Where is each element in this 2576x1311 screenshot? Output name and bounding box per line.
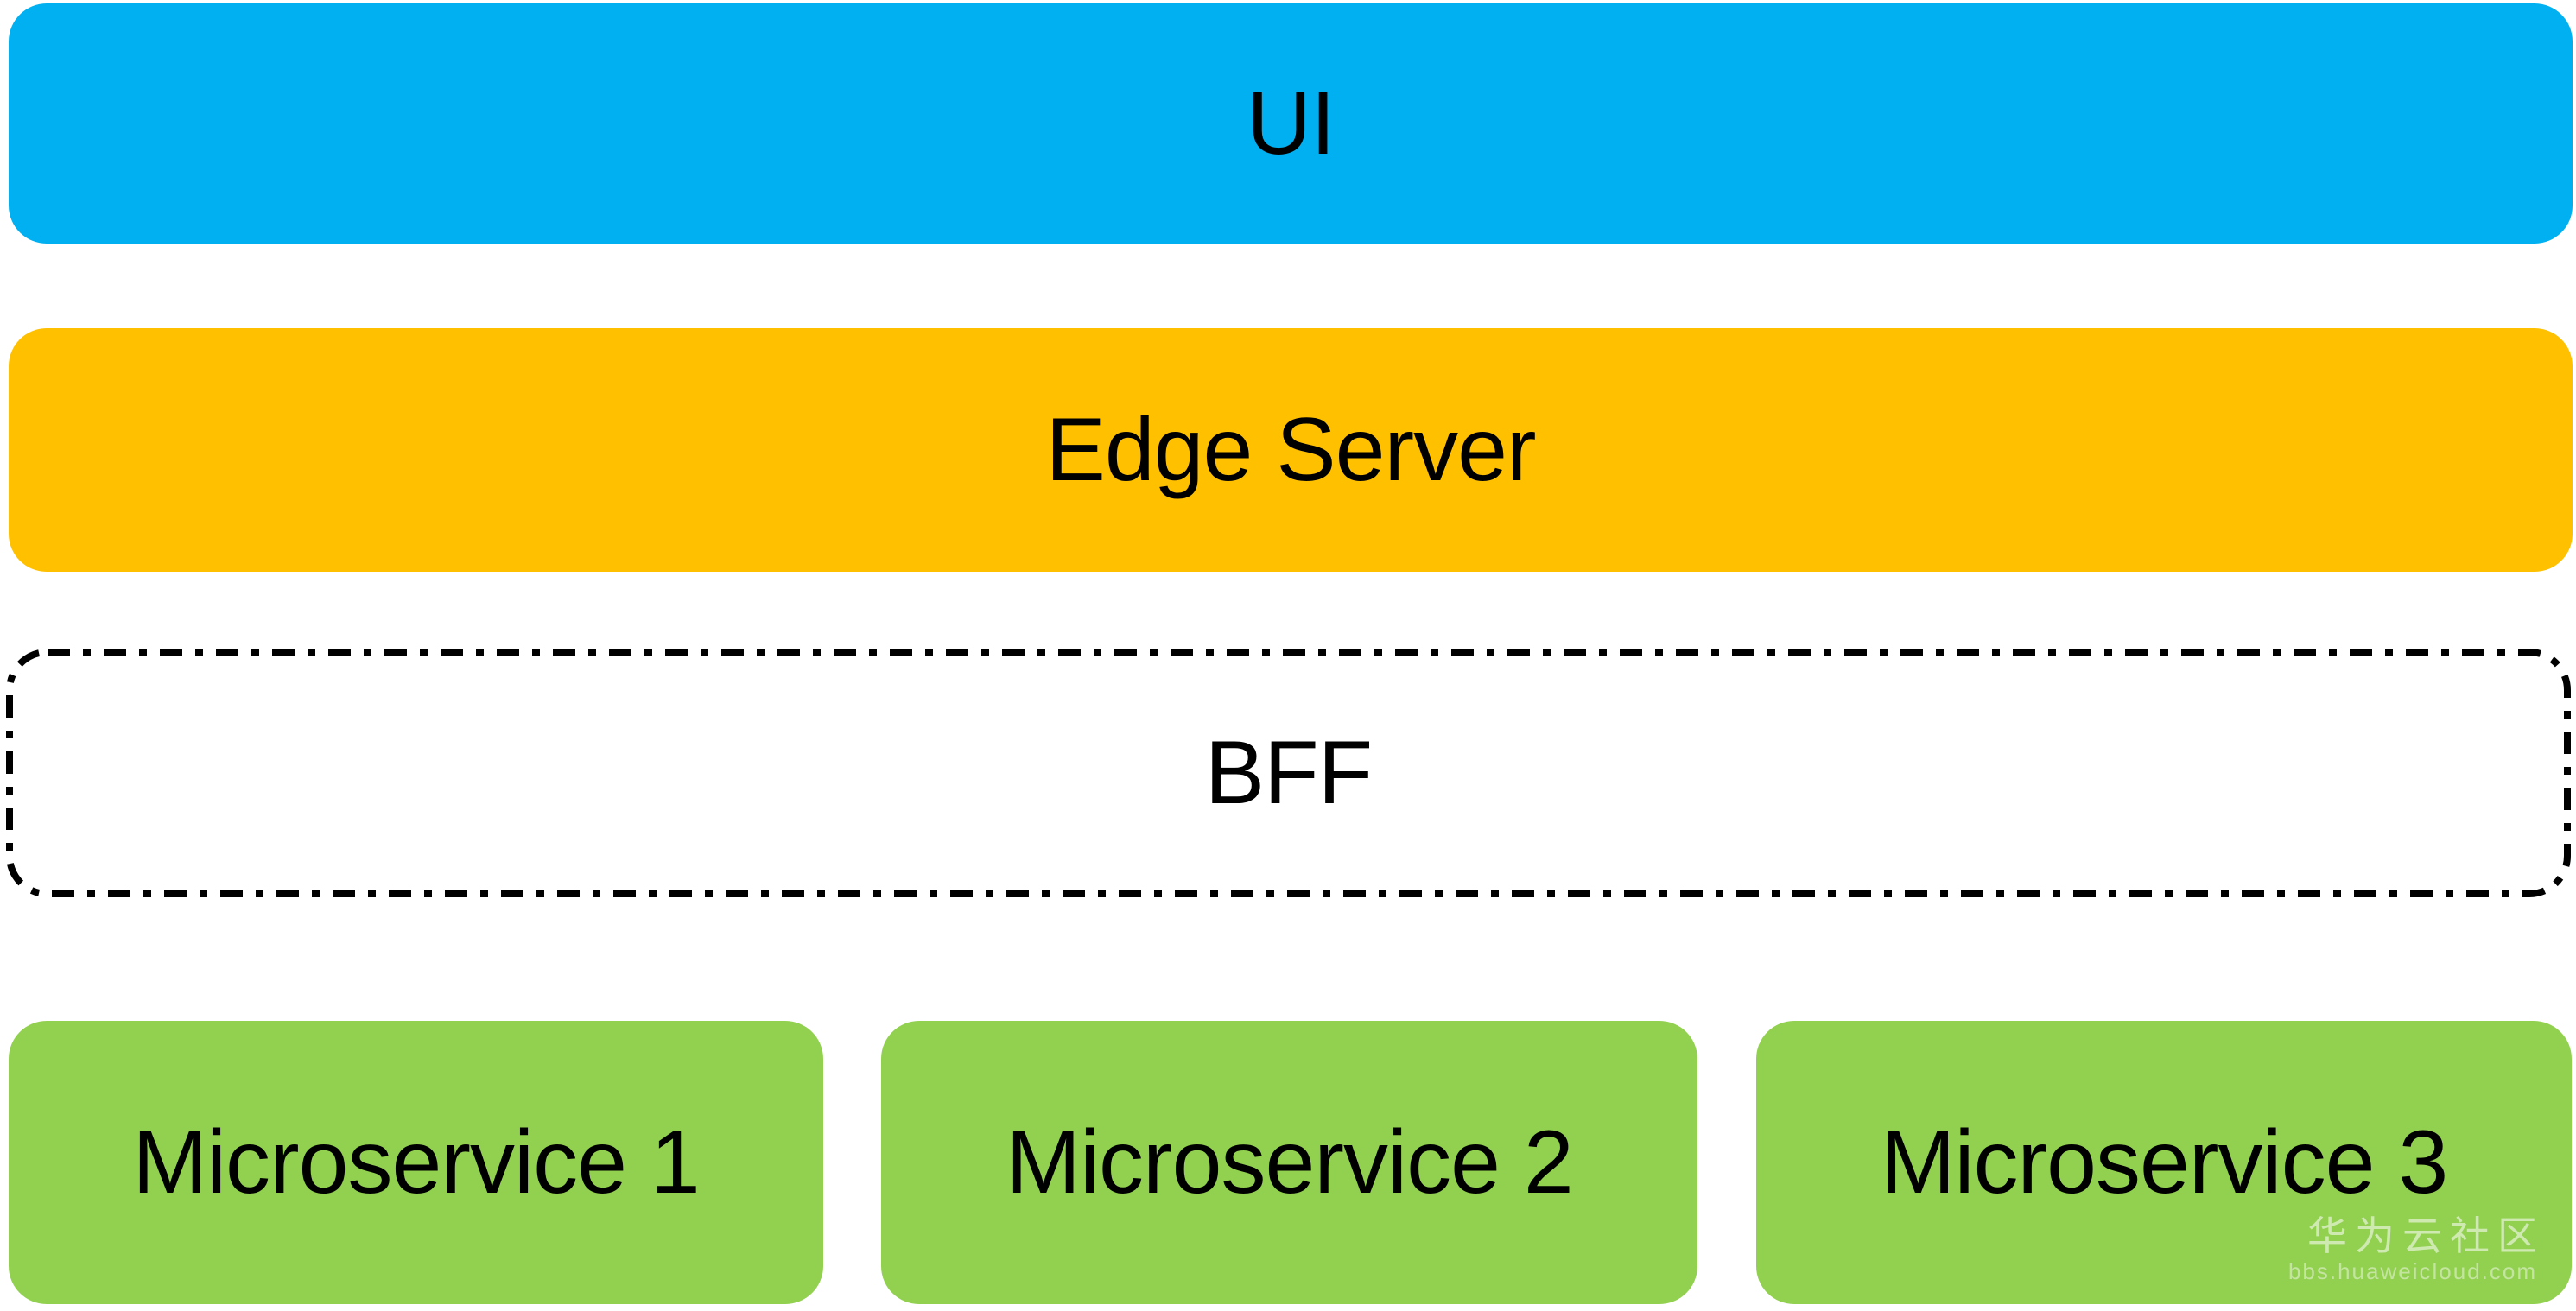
microservice-2-box: Microservice 2	[881, 1021, 1697, 1304]
microservice-3-label: Microservice 3	[1880, 1112, 2448, 1213]
layer-edge-server-label: Edge Server	[1045, 400, 1536, 500]
layer-ui-label: UI	[1247, 73, 1336, 174]
microservice-3-box: Microservice 3	[1756, 1021, 2572, 1304]
layer-ui: UI	[9, 3, 2573, 244]
microservice-1-label: Microservice 1	[132, 1112, 700, 1213]
layer-edge-server: Edge Server	[9, 328, 2573, 572]
layer-bff: BFF	[5, 648, 2572, 898]
microservice-2-label: Microservice 2	[1006, 1112, 1573, 1213]
layer-bff-label: BFF	[1204, 723, 1373, 823]
microservice-1-box: Microservice 1	[9, 1021, 823, 1304]
